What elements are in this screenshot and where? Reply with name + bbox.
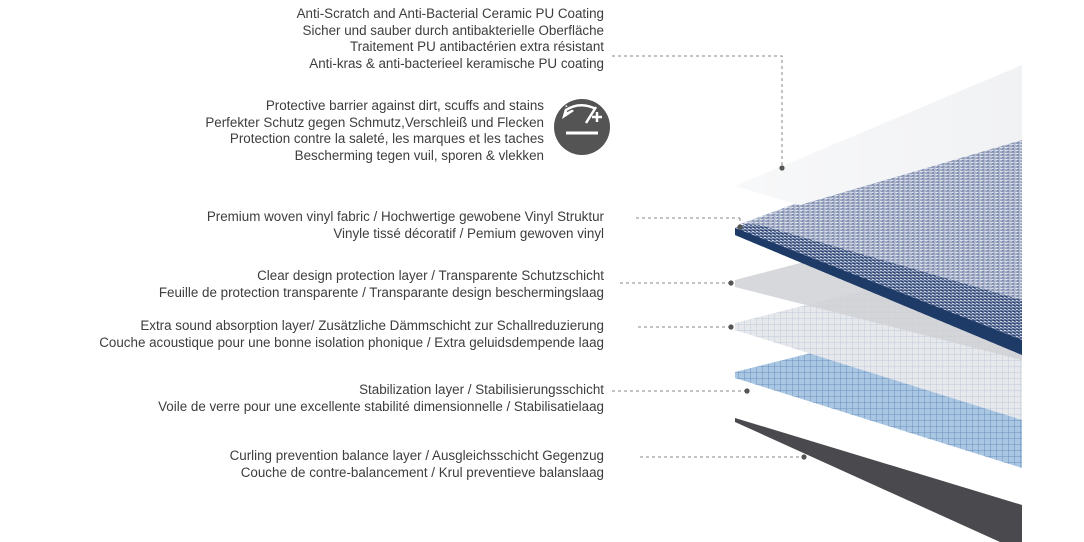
label-line: Vinyle tissé décoratif / Pemium gewoven … — [333, 225, 604, 241]
label-line: Extra sound absorption layer/ Zusätzlich… — [140, 318, 604, 333]
label-line: Protection contre la saleté, les marques… — [229, 131, 544, 147]
label-line: Voile de verre pour une excellente stabi… — [158, 398, 604, 414]
layer-woven-top — [740, 120, 1022, 300]
label-line: Couche acoustique pour une bonne isolati… — [99, 334, 604, 350]
label-line: Anti-kras & anti-bacterieel keramische P… — [309, 55, 604, 71]
label-stabilization: Stabilization layer / Stabilisierungssch… — [158, 382, 604, 415]
label-line: Traitement PU antibactérien extra résist… — [349, 39, 604, 55]
label-line: Perfekter Schutz gegen Schmutz,Verschlei… — [205, 114, 544, 130]
label-line: Bescherming tegen vuil, sporen & vlekken — [294, 147, 544, 163]
label-clear: Clear design protection layer / Transpar… — [159, 268, 604, 301]
label-line: Premium woven vinyl fabric / Hochwertige… — [206, 209, 604, 224]
label-line: Clear design protection layer / Transpar… — [257, 268, 604, 283]
leader-lines — [612, 55, 804, 458]
leader-dots — [728, 165, 807, 460]
label-line: Stabilization layer / Stabilisierungssch… — [359, 382, 604, 397]
label-woven: Premium woven vinyl fabric / Hochwertige… — [207, 209, 604, 242]
label-curling: Curling prevention balance layer / Ausgl… — [230, 448, 604, 481]
shield-protection-icon — [554, 99, 610, 155]
layer-coating-fade — [735, 65, 1022, 205]
label-coating: Anti-Scratch and Anti-Bacterial Ceramic … — [297, 6, 604, 72]
label-line: Protective barrier against dirt, scuffs … — [265, 98, 544, 113]
label-sound: Extra sound absorption layer/ Zusätzlich… — [99, 318, 604, 351]
layer-balance — [735, 418, 1022, 542]
label-line: Anti-Scratch and Anti-Bacterial Ceramic … — [296, 6, 604, 21]
label-line: Sicher und sauber durch antibakterielle … — [302, 22, 604, 38]
label-line: Feuille de protection transparente / Tra… — [158, 284, 604, 300]
layer-woven-edge — [735, 228, 1022, 355]
label-protection: Protective barrier against dirt, scuffs … — [205, 98, 544, 164]
label-line: Curling prevention balance layer / Ausgl… — [229, 448, 604, 463]
label-line: Couche de contre-balancement / Krul prev… — [240, 464, 604, 480]
